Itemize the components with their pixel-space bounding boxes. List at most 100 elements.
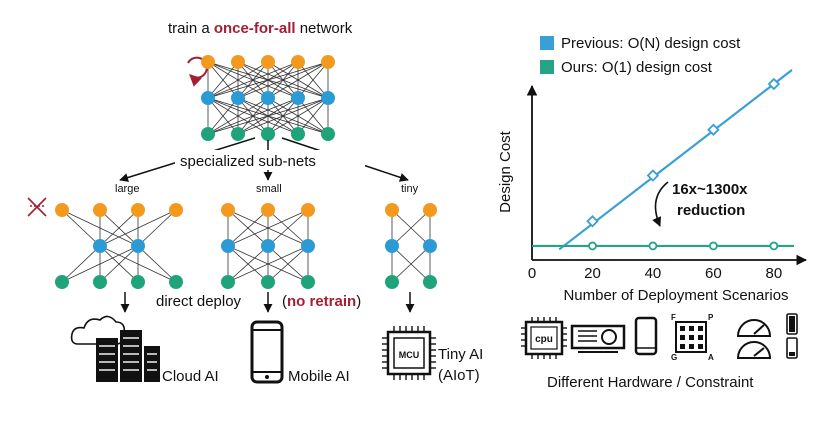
- x-tick-label: 60: [705, 265, 722, 282]
- fpga-cell: [689, 335, 694, 340]
- supernet-upper-edge: [207, 97, 239, 135]
- subnet-large-edges: [61, 209, 177, 283]
- subnet-tiny-node: [423, 203, 437, 217]
- x-tick-label: 40: [645, 265, 662, 282]
- subnet-tiny-edge: [391, 245, 431, 283]
- supernet-upper-edge: [207, 61, 239, 99]
- supernet-upper-node: [201, 127, 215, 141]
- subnet-large-node: [93, 275, 107, 289]
- subnet-tiny-node: [423, 275, 437, 289]
- gauge-battery-icon: [736, 313, 798, 359]
- series-group: [532, 69, 794, 251]
- subnet-large-edge: [137, 245, 177, 283]
- fpga-letter-g: G: [671, 353, 677, 362]
- supernet-upper-node: [261, 91, 275, 105]
- supernet-upper-edge: [237, 97, 329, 135]
- subnet-large-node: [169, 275, 183, 289]
- supernet-upper-edge: [297, 61, 329, 99]
- subnet-large-edge: [61, 245, 139, 283]
- subnet-small-edge: [227, 245, 309, 283]
- smartphone-icon: [250, 320, 284, 384]
- platform-cloud-label: Cloud AI: [162, 368, 219, 385]
- supernet-upper-edge: [207, 97, 329, 135]
- subnet-small-node: [301, 239, 315, 253]
- supernet-upper-node: [291, 127, 305, 141]
- cpu-label: cpu: [535, 334, 553, 345]
- supernet-upper-node: [321, 91, 335, 105]
- legend-label-ours: Ours: O(1) design cost: [561, 59, 713, 76]
- ofa-title: train a once-for-all network: [168, 20, 353, 37]
- subnet-large-node: [131, 275, 145, 289]
- supernet-upper-edge: [237, 61, 329, 99]
- x-tick-label: 0: [528, 265, 536, 282]
- phone-icon: [634, 316, 658, 356]
- subnet-large-edge: [61, 245, 101, 283]
- supernet-upper-edge: [207, 61, 329, 99]
- fpga-letter-f: F: [671, 313, 676, 322]
- label-bg: [175, 150, 365, 170]
- supernet-upper-node: [231, 55, 245, 69]
- subnet-small-node: [221, 239, 235, 253]
- supernet-upper-node: [321, 127, 335, 141]
- subnet-large-node: [131, 203, 145, 217]
- supernet-upper-edge: [267, 61, 329, 99]
- fpga-cell: [680, 326, 685, 331]
- fpga-cell: [680, 344, 685, 349]
- fpga-cell: [698, 335, 703, 340]
- subnet-large-edge: [137, 209, 177, 247]
- subnet-label-large: large: [115, 183, 139, 195]
- subnet-small-edge: [267, 245, 309, 283]
- reduction-arrow: [652, 181, 669, 227]
- x-tick-label: 80: [766, 265, 783, 282]
- subnet-graphs: [55, 203, 437, 289]
- subnet-small-node: [221, 203, 235, 217]
- cpu-icon: cpu: [521, 317, 567, 359]
- subnet-tiny-edge: [391, 209, 431, 247]
- supernet-upper-edge: [207, 97, 299, 135]
- fpga-letter-p: P: [708, 313, 714, 322]
- subnet-small-node: [221, 275, 235, 289]
- reduction-label-2: reduction: [677, 202, 745, 219]
- supernet-upper-edge: [267, 97, 329, 135]
- subnet-large-node: [169, 203, 183, 217]
- subnet-large-node: [93, 203, 107, 217]
- supernet-upper-node: [231, 91, 245, 105]
- legend-swatch-previous: [540, 36, 554, 50]
- supernet-upper-node: [261, 127, 275, 141]
- subnet-large-node: [55, 275, 69, 289]
- supernet-upper-node: [321, 55, 335, 69]
- subnet-tiny-node: [423, 239, 437, 253]
- supernet-upper-node: [201, 91, 215, 105]
- series-ours-point: [588, 241, 597, 251]
- gpu-icon: [570, 324, 626, 353]
- no-retrain-label: (no retrain): [282, 293, 361, 310]
- subnet-tiny-node: [385, 203, 399, 217]
- fpga-cell: [689, 326, 694, 331]
- platform-tiny-label-2: (AIoT): [438, 367, 480, 384]
- platform-mobile-label: Mobile AI: [288, 368, 350, 385]
- deploy-label: direct deploy: [156, 293, 242, 310]
- supernet-upper-node: [231, 127, 245, 141]
- supernet-upper-edge: [297, 97, 329, 135]
- subnet-tiny-node: [385, 275, 399, 289]
- series-previous-point: [707, 123, 720, 136]
- subnet-large-edge: [99, 209, 177, 247]
- platform-tiny-label-1: Tiny AI: [438, 346, 483, 363]
- supernet-upper-node: [261, 55, 275, 69]
- subnet-small-node: [261, 203, 275, 217]
- subnet-tiny-node: [385, 239, 399, 253]
- mcu-chip-label: MCU: [399, 350, 420, 360]
- subnet-large-node: [93, 239, 107, 253]
- subnet-large-node: [55, 203, 69, 217]
- x-tick-label: 20: [584, 265, 601, 282]
- subnet-large-edge: [99, 245, 139, 283]
- subnet-small-edge: [227, 245, 269, 283]
- specialized-label: specialized sub-nets: [180, 153, 316, 170]
- series-previous-point: [586, 215, 599, 228]
- cloud-server-icon: [70, 315, 160, 382]
- series-previous-point: [646, 169, 660, 182]
- supernet-upper-edge: [207, 97, 269, 135]
